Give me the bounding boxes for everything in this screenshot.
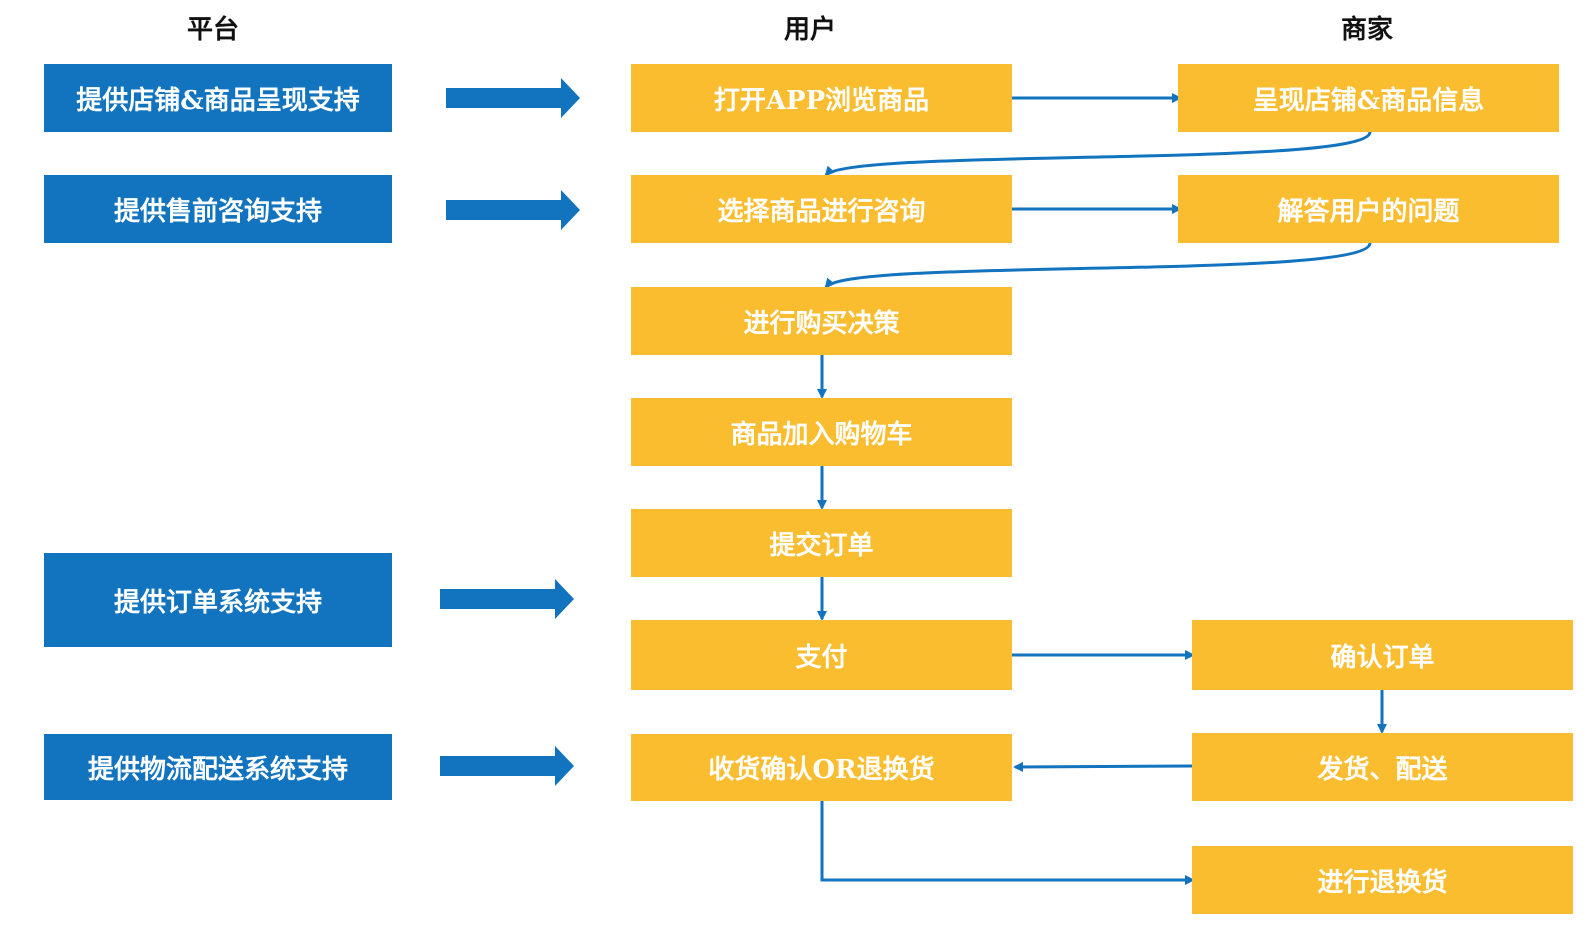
arrow-ship-to-receive xyxy=(1013,761,1194,772)
platform-order-system-support: 提供订单系统支持 xyxy=(44,553,392,647)
header-user: 用户 xyxy=(783,15,836,45)
merchant-answer-questions: 解答用户的问题 xyxy=(1178,175,1559,243)
merchant-process-return: 进行退换货 xyxy=(1192,846,1573,914)
user-pay: 支付 xyxy=(631,620,1012,690)
user-add-to-cart: 商品加入购物车 xyxy=(631,398,1012,466)
curve-answer-to-decision xyxy=(824,242,1372,289)
platform-arrow-3 xyxy=(440,579,574,619)
platform-arrow-2 xyxy=(446,190,580,230)
arrow-receive-to-return xyxy=(820,801,1195,885)
header-merchant: 商家 xyxy=(1340,15,1393,45)
curve-show-to-select xyxy=(824,131,1372,177)
platform-logistics-support: 提供物流配送系统支持 xyxy=(44,734,392,800)
merchant-show-info: 呈现店铺&商品信息 xyxy=(1178,64,1559,132)
platform-arrow-1 xyxy=(446,78,580,118)
merchant-ship: 发货、配送 xyxy=(1192,733,1573,801)
user-submit-order: 提交订单 xyxy=(631,509,1012,577)
header-platform: 平台 xyxy=(186,15,239,45)
user-purchase-decision: 进行购买决策 xyxy=(631,287,1012,355)
user-open-app: 打开APP浏览商品 xyxy=(631,64,1012,132)
user-select-consult: 选择商品进行咨询 xyxy=(631,175,1012,243)
platform-presale-consult-support: 提供售前咨询支持 xyxy=(44,175,392,243)
user-receive-or-return: 收货确认OR退换货 xyxy=(631,734,1012,801)
platform-shop-display-support: 提供店铺&商品呈现支持 xyxy=(44,64,392,132)
platform-arrow-4 xyxy=(440,746,574,786)
merchant-confirm-order: 确认订单 xyxy=(1192,620,1573,690)
